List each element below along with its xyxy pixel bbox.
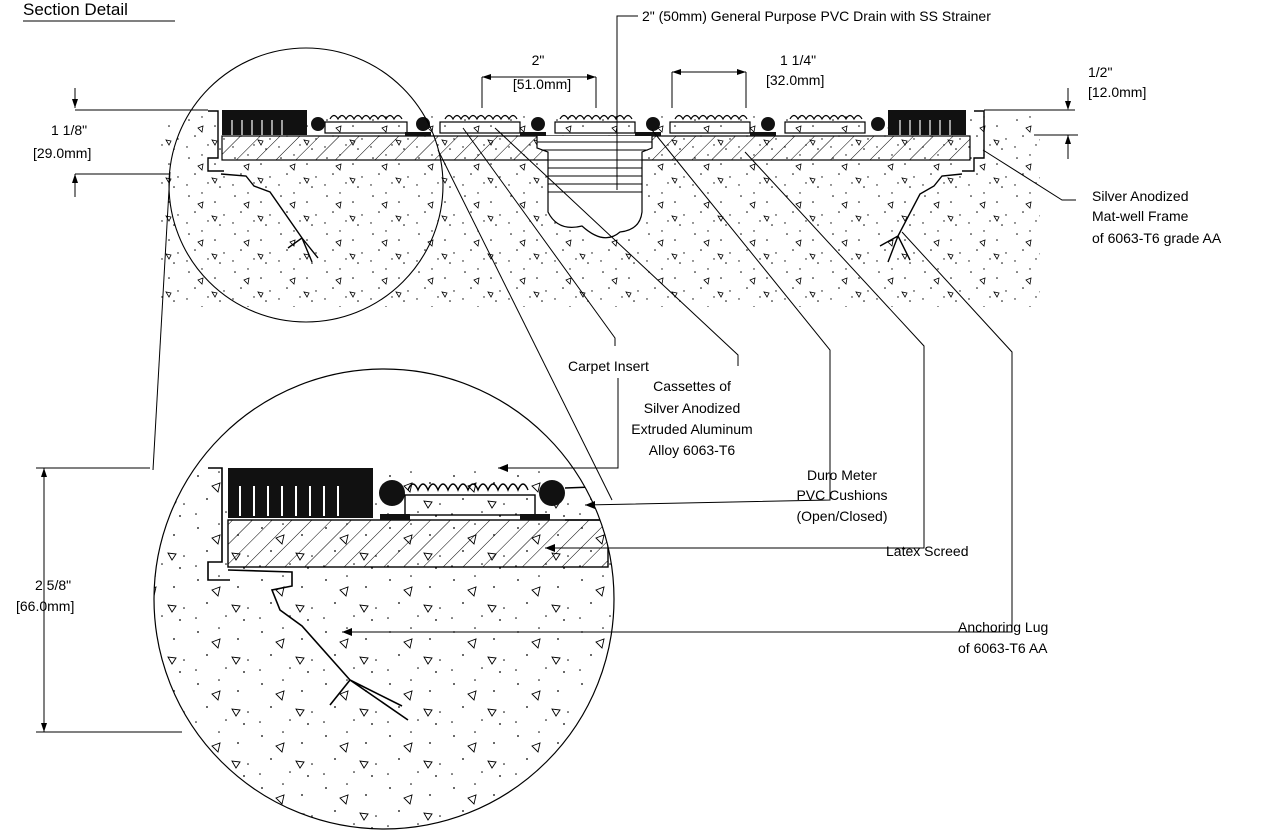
dim-1-2-mm: [12.0mm] bbox=[1088, 84, 1146, 100]
dim-1-2-inch: 1/2" bbox=[1088, 64, 1112, 80]
cushions bbox=[311, 117, 885, 136]
dimension-arrows bbox=[41, 69, 1071, 732]
dim-2-mm: [51.0mm] bbox=[513, 76, 571, 92]
dimension-lines bbox=[36, 15, 1078, 733]
leader-lines bbox=[342, 127, 1076, 633]
cassettes-label-line2: Silver Anodized bbox=[644, 400, 741, 416]
frame-detail bbox=[207, 467, 230, 581]
anchoring-lug-right bbox=[879, 173, 963, 263]
edge-tread-left bbox=[222, 110, 307, 135]
frame-label-line2: Mat-well Frame bbox=[1092, 208, 1189, 224]
cushion-detail-left bbox=[379, 480, 405, 506]
edge-tread-right bbox=[888, 110, 966, 135]
drain-body bbox=[536, 136, 653, 239]
top-section bbox=[75, 109, 1075, 307]
frame-right bbox=[962, 110, 985, 172]
latex-screed-label: Latex Screed bbox=[886, 543, 969, 559]
enlarged-detail-circle bbox=[153, 368, 615, 830]
cassettes-label-line4: Alloy 6063-T6 bbox=[649, 442, 736, 458]
dim-1-1-8-inch: 1 1/8" bbox=[51, 122, 87, 138]
carpet-insert-detail bbox=[407, 483, 529, 492]
edge-tread-detail bbox=[228, 468, 373, 518]
frame-left bbox=[207, 110, 224, 172]
drain-label: 2" (50mm) General Purpose PVC Drain with… bbox=[642, 8, 991, 24]
frame-label-line3: of 6063-T6 grade AA bbox=[1092, 230, 1222, 246]
anchoring-lug-detail bbox=[227, 569, 409, 721]
section-title: Section Detail bbox=[23, 0, 128, 19]
anchoring-lug-left bbox=[220, 173, 319, 263]
callout-tangent-left bbox=[152, 171, 171, 471]
cushion-detail-right bbox=[539, 480, 565, 506]
duro-label-line2: PVC Cushions bbox=[796, 487, 887, 503]
anchoring-lug-label-line2: of 6063-T6 AA bbox=[958, 640, 1048, 656]
dim-1-1-4-inch: 1 1/4" bbox=[780, 52, 816, 68]
duro-label-line3: (Open/Closed) bbox=[796, 508, 887, 524]
anchoring-lug-label-line1: Anchoring Lug bbox=[958, 619, 1048, 635]
carpet-insert-label: Carpet Insert bbox=[568, 358, 649, 374]
dim-2-inch: 2" bbox=[532, 52, 545, 68]
cassette-detail bbox=[404, 494, 536, 516]
dim-2-5-8-inch: 2 5/8" bbox=[35, 577, 71, 593]
dim-2-5-8-mm: [66.0mm] bbox=[16, 598, 74, 614]
callout-tangent-right bbox=[437, 149, 613, 501]
latex-screed-detail bbox=[227, 519, 609, 568]
cassettes-label-line3: Extruded Aluminum bbox=[631, 421, 752, 437]
dim-1-1-8-mm: [29.0mm] bbox=[33, 145, 91, 161]
cassettes-label-line1: Cassettes of bbox=[653, 378, 731, 394]
cassette-row bbox=[324, 114, 866, 134]
frame-label-line1: Silver Anodized bbox=[1092, 188, 1189, 204]
dim-1-1-4-mm: [32.0mm] bbox=[766, 72, 824, 88]
duro-label-line1: Duro Meter bbox=[807, 467, 877, 483]
